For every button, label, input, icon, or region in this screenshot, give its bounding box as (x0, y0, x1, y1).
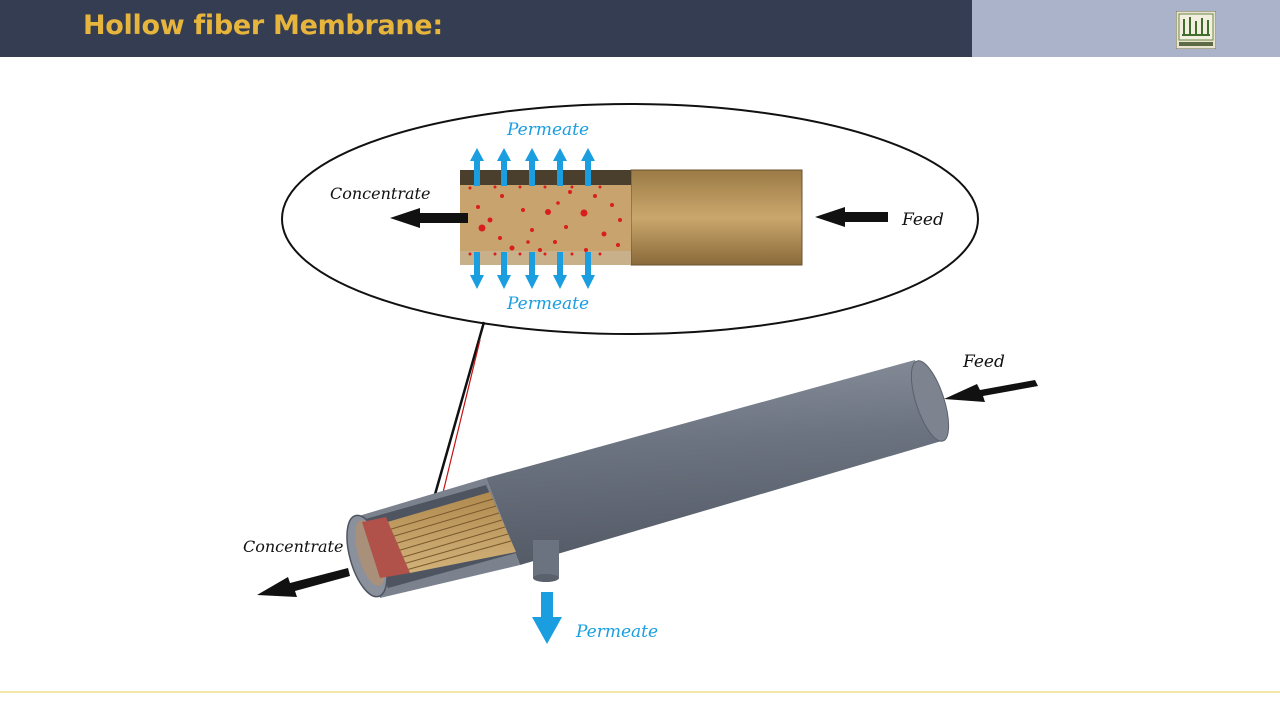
detail-callout-ellipse (281, 103, 979, 335)
detail-permeate-bottom-label: Permeate (506, 294, 589, 314)
fiber-lumen (460, 185, 631, 251)
detail-concentrate-arrow (390, 208, 468, 228)
detail-concentrate-label: Concentrate (330, 184, 430, 203)
footer-rule (0, 691, 1280, 693)
module-feed-label: Feed (962, 352, 1005, 372)
header-logo-panel (972, 0, 1280, 57)
module-concentrate-label: Concentrate (243, 537, 343, 556)
module-shell-end-cap (910, 360, 950, 442)
fiber-bundle-lines (387, 498, 512, 571)
permeate-arrows-up (470, 148, 595, 186)
detail-feed-arrow (815, 207, 888, 227)
fiber-wall-top (460, 170, 631, 185)
module-feed-arrow (944, 380, 1038, 402)
callout-leader-line (430, 321, 486, 506)
module-shell-body (486, 360, 945, 565)
detail-permeate-top-label: Permeate (506, 120, 589, 140)
header-bar (0, 0, 972, 57)
permeate-arrows-down (470, 252, 595, 289)
permeate-outlet-pipe (533, 540, 559, 578)
module-permeate-label: Permeate (575, 622, 658, 642)
module-permeate-arrow (532, 592, 562, 644)
permeate-outlet-pipe-end (533, 574, 559, 582)
solute-particles (464, 185, 622, 256)
fiber-tube-outer (630, 169, 803, 266)
slide-title: Hollow fiber Membrane: (83, 10, 443, 41)
module-end-seal (362, 517, 410, 578)
university-logo-icon (1176, 11, 1216, 49)
callout-leader-line-accent (439, 339, 481, 506)
detail-feed-label: Feed (901, 210, 944, 230)
module-concentrate-arrow (257, 568, 350, 597)
